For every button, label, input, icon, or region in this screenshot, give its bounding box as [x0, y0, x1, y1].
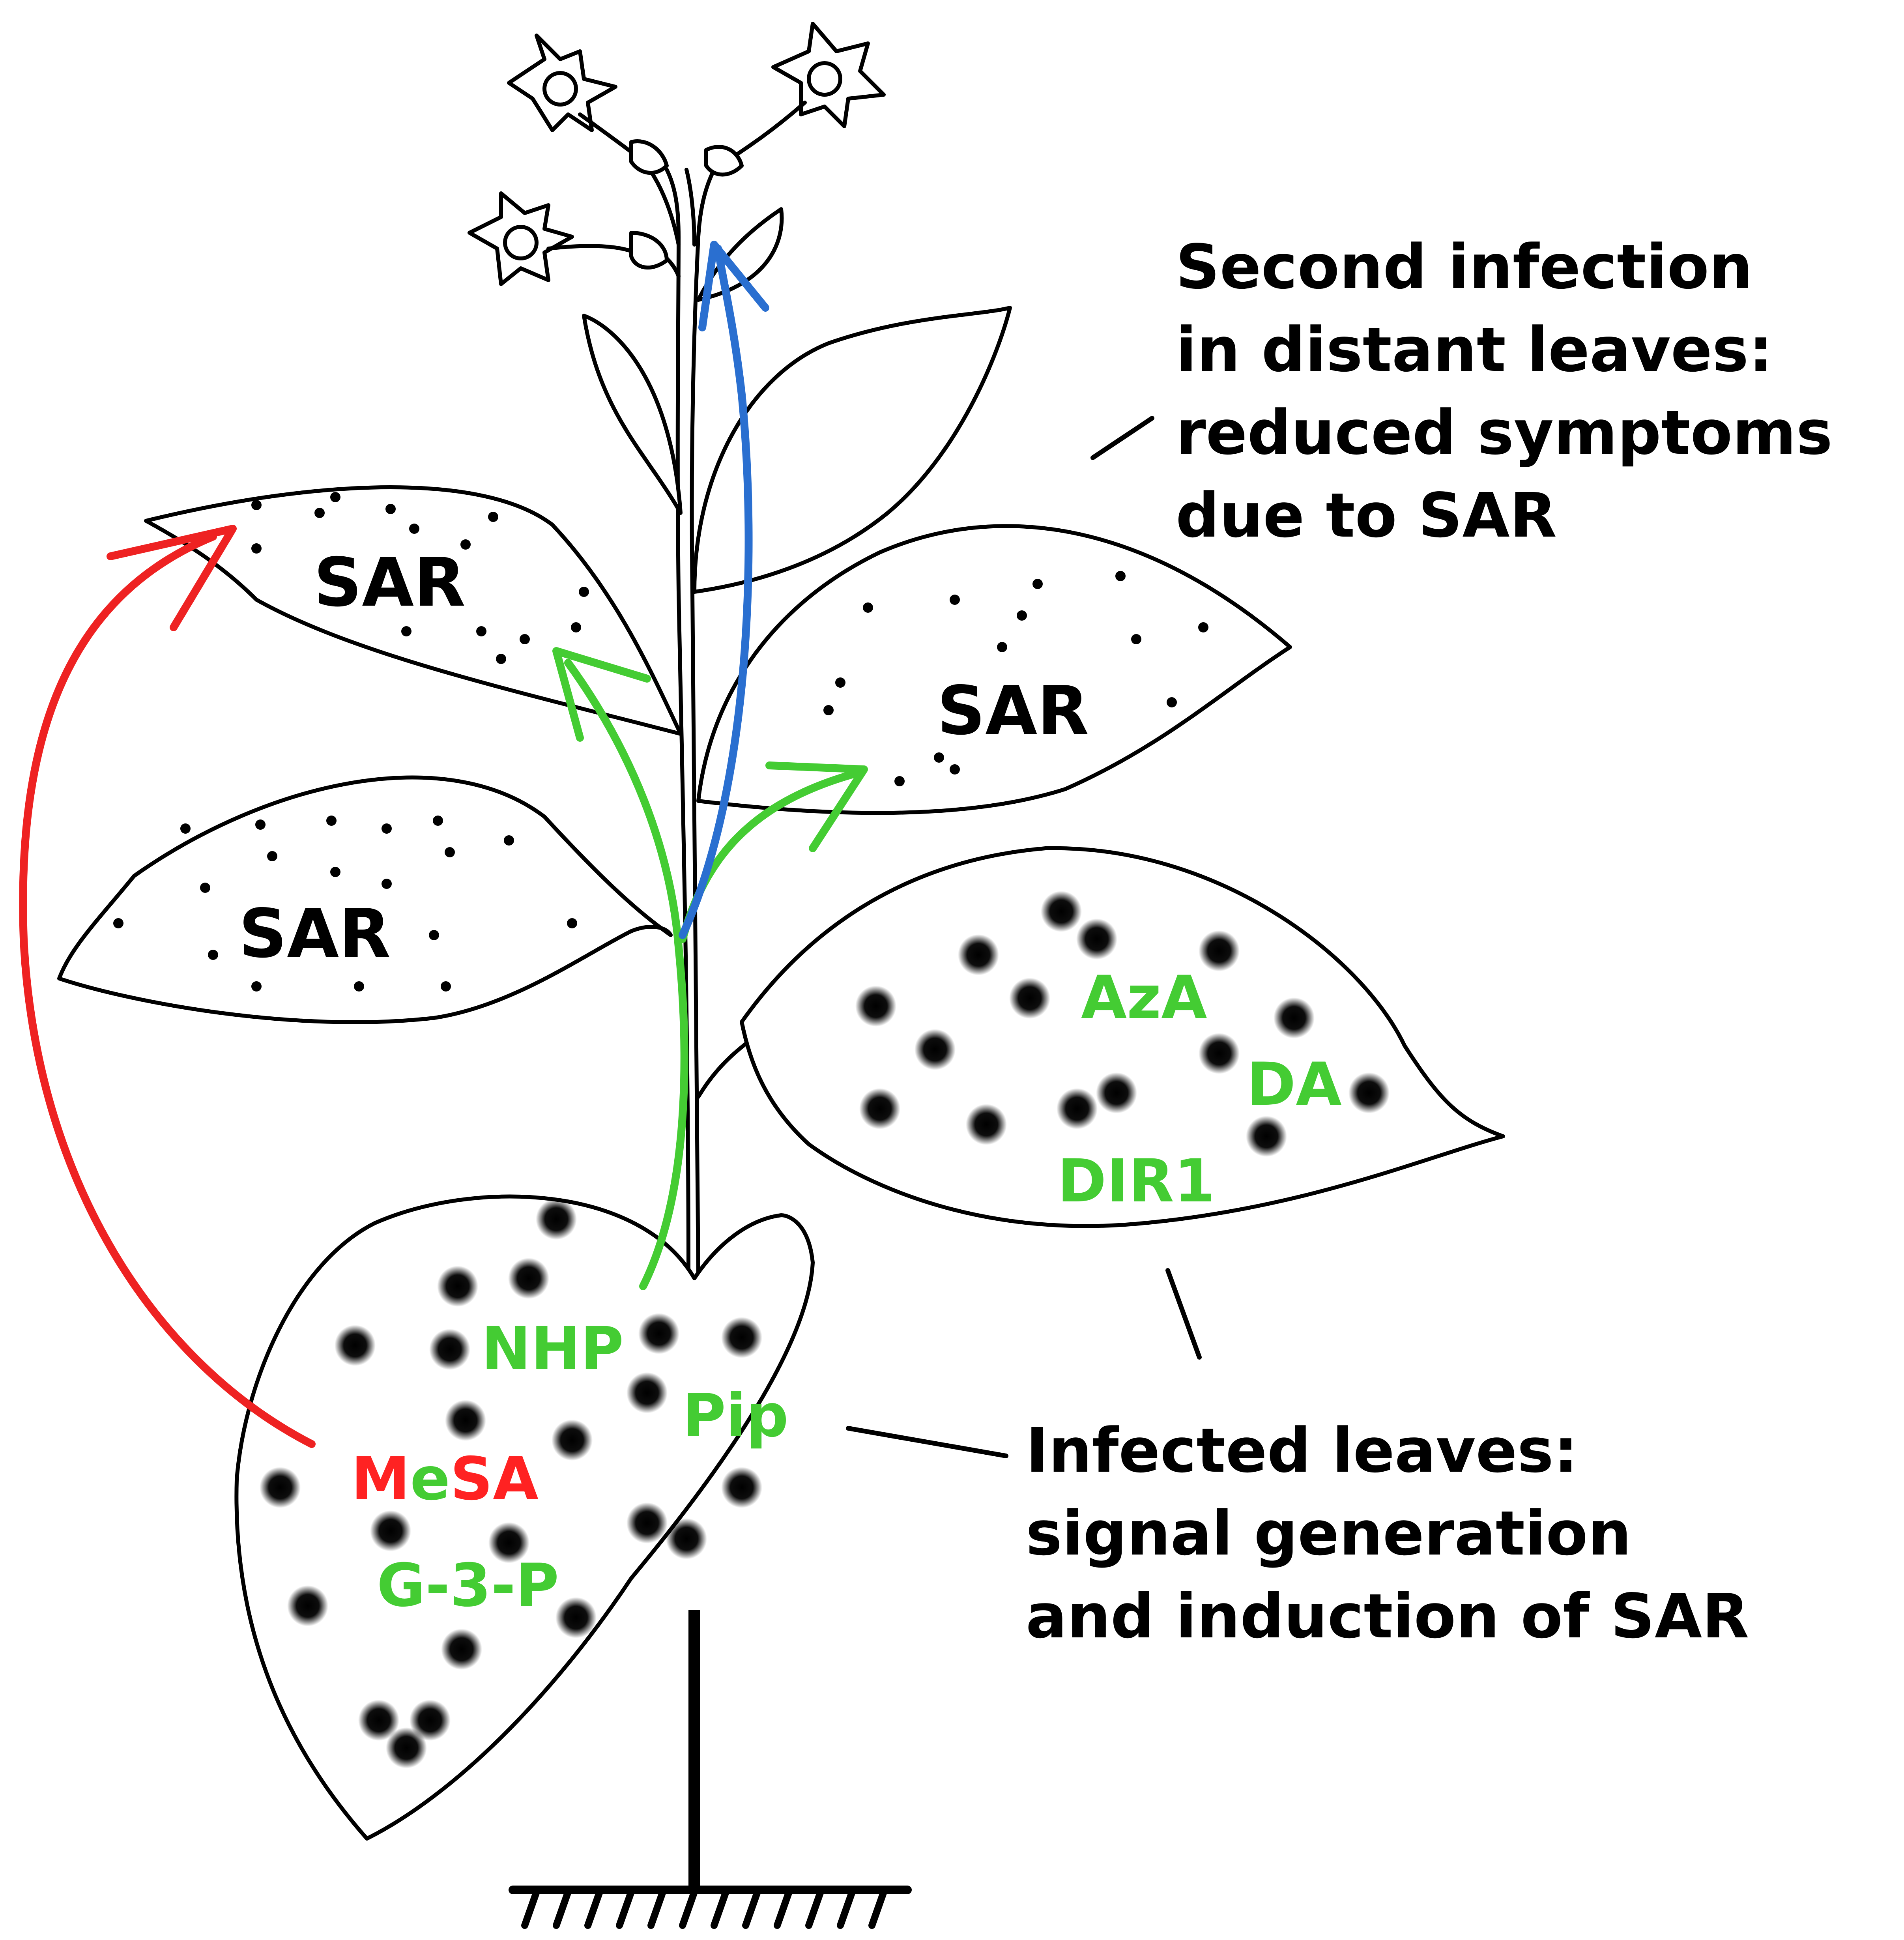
annotation-infected-leaves: Infected leaves: signal generation and i… [1026, 1415, 1749, 1652]
second-infection-line4: due to SAR [1176, 480, 1557, 551]
label-da: DA [1247, 1050, 1342, 1119]
second-infection-line1: Second infection [1176, 231, 1753, 303]
infection-spots [260, 1199, 762, 1768]
leaf-top-small-left [582, 314, 683, 515]
label-aza: AzA [1081, 963, 1207, 1032]
leaf-infected-lower: NHP Pip MeSA G-3-P [234, 1194, 815, 1841]
annotation-second-infection: Second infection in distant leaves: redu… [1176, 231, 1833, 551]
infection-spots [855, 891, 1390, 1157]
sar-label-middle-left: SAR [239, 895, 391, 973]
sar-spots [251, 492, 589, 664]
leaf-sar-upper-left: SAR [144, 485, 683, 736]
second-infection-line2: in distant leaves: [1176, 314, 1773, 385]
infected-line3: and induction of SAR [1026, 1581, 1749, 1652]
infected-line1: Infected leaves: [1026, 1415, 1578, 1486]
leaf-sar-upper-right: SAR [696, 524, 1292, 815]
blue-signal-arrow [679, 241, 769, 939]
label-mesa-e: e [410, 1445, 450, 1513]
leaf-sar-middle-left: SAR [57, 775, 673, 1024]
label-pip: Pip [683, 1382, 789, 1450]
leaf-infected-right: AzA DA DIR1 [696, 846, 1505, 1228]
flower-top-left [507, 34, 669, 175]
ground [509, 1610, 912, 1929]
sar-spots [823, 571, 1208, 786]
sar-spots [113, 816, 577, 992]
leader-second-infection [1090, 416, 1154, 460]
label-g3p: G-3-P [377, 1551, 559, 1620]
label-nhp: NHP [481, 1315, 624, 1383]
leader-infected-right [1165, 1268, 1202, 1360]
label-mesa-sa: SA [450, 1445, 539, 1513]
leader-infected-lower [846, 1426, 1008, 1458]
label-mesa: MeSA [351, 1445, 539, 1513]
flower-top-right [704, 22, 886, 177]
label-dir1: DIR1 [1057, 1147, 1215, 1216]
sar-label-upper-left: SAR [314, 544, 466, 622]
second-infection-line3: reduced symptoms [1176, 397, 1833, 468]
infected-line2: signal generation [1026, 1498, 1631, 1569]
red-mesa-arrow [19, 525, 316, 1448]
ground-hatching [521, 1888, 887, 1929]
flower-left [468, 191, 669, 286]
label-mesa-m: M [351, 1445, 410, 1513]
sar-label-upper-right: SAR [937, 672, 1089, 750]
